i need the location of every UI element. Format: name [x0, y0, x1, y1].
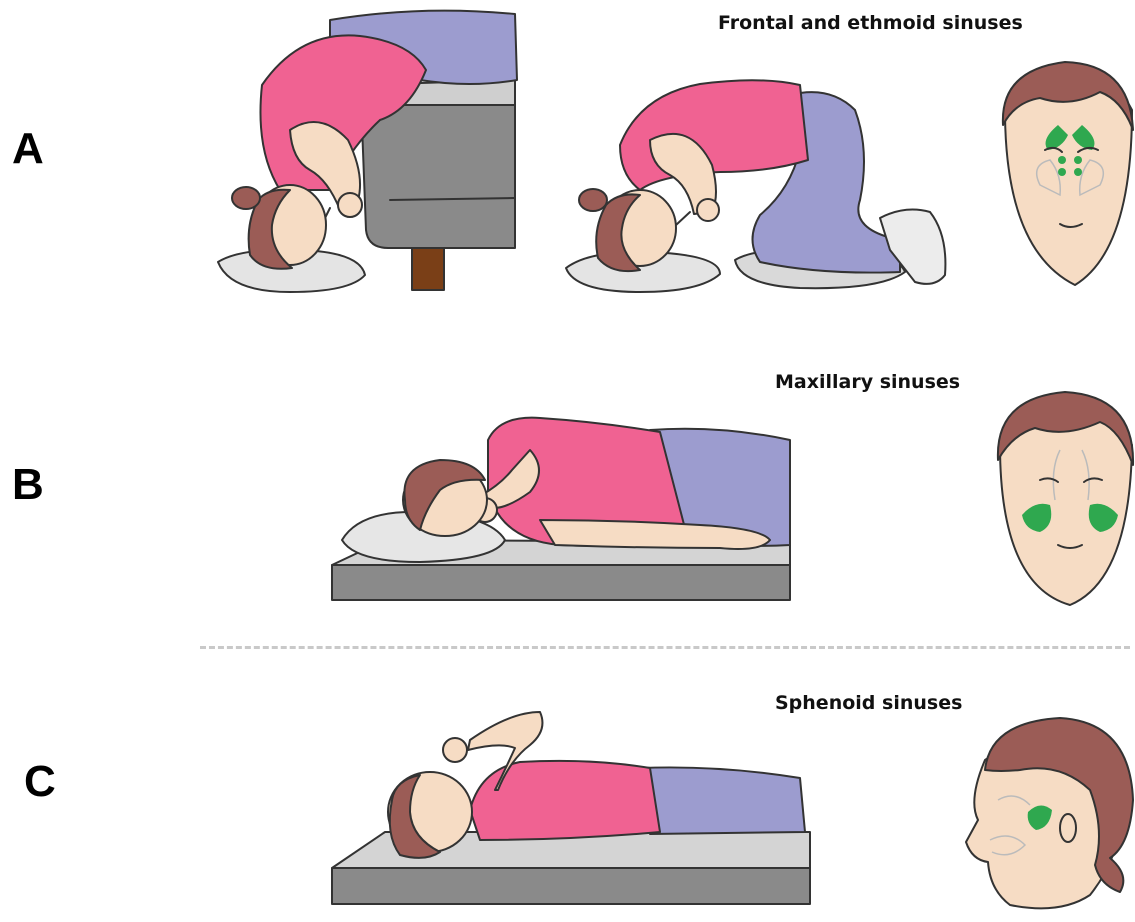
- figure-a-bed-position: [218, 11, 517, 292]
- figure-c-supine-position: [332, 712, 810, 904]
- figure-a-kneeling-position: [566, 80, 945, 292]
- figure-b-side-lying-position: [332, 418, 790, 600]
- face-maxillary: [998, 392, 1133, 605]
- face-sphenoid: [966, 718, 1133, 908]
- face-frontal-ethmoid: [1003, 62, 1133, 285]
